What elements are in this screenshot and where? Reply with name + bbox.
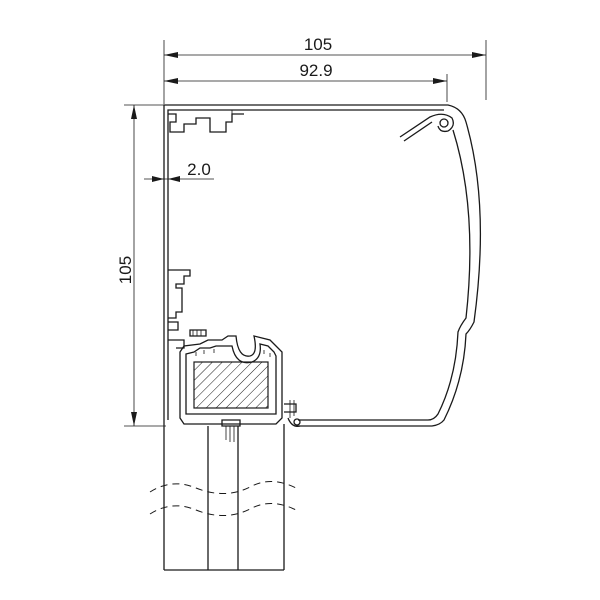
dimension-label-inner-width: 92.9 [299, 61, 332, 80]
guide-rail-profile [179, 329, 301, 442]
dimension-overall-width: 105 [163, 35, 487, 104]
guide-legs [163, 424, 285, 571]
dimension-label-overall-width: 105 [304, 35, 332, 54]
dimension-wall-thickness: 2.0 [144, 160, 214, 182]
insulation-insert [193, 361, 269, 409]
break-lines [149, 481, 297, 516]
dimension-overall-height: 105 [116, 104, 166, 427]
dimension-label-overall-height: 105 [116, 256, 135, 284]
dimension-label-wall-thickness: 2.0 [187, 160, 211, 179]
housing-profile [163, 104, 482, 427]
dimension-inner-width: 92.9 [164, 61, 448, 102]
